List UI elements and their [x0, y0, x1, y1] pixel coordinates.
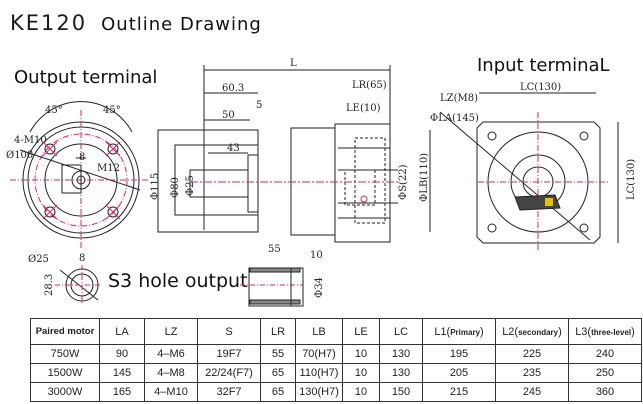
col-L1: L1(Primary) — [422, 318, 496, 345]
s3-hole-output-label: S3 hole output — [108, 270, 248, 292]
dim-phi115: Φ115 — [150, 173, 161, 200]
output-terminal-view — [10, 101, 150, 250]
output-terminal-label: Output terminal — [14, 67, 158, 88]
col-LR: LR — [260, 318, 296, 345]
dim-bolt: 4-M10 — [14, 135, 47, 146]
model-name: KE120 — [10, 11, 88, 35]
dim-LA: ΦLA(145) — [430, 113, 479, 124]
bolt-holes — [44, 143, 119, 218]
side-view — [157, 65, 431, 243]
dim-angle-right: 45° — [103, 105, 121, 116]
dim-s3-10: 10 — [310, 250, 323, 261]
s3-dims: Ø25 8 28.3 55 10 Φ34 — [28, 244, 325, 298]
dim-s3-phi34: Φ34 — [314, 277, 325, 298]
col-S: S — [197, 318, 261, 345]
dim-5: 5 — [256, 100, 262, 111]
dim-LC-top: LC(130) — [520, 82, 561, 93]
dim-50: 50 — [222, 110, 235, 121]
col-L2: L2(secondary) — [495, 318, 569, 345]
dim-thread: M12 — [97, 163, 120, 174]
input-terminal-view — [439, 92, 619, 252]
dim-pcd: Ø100 — [6, 150, 33, 161]
col-LZ: LZ — [144, 318, 198, 345]
input-key-marker — [545, 198, 553, 206]
col-LC: LC — [379, 318, 423, 345]
col-LB: LB — [295, 318, 343, 345]
page-title: KE120 Outline Drawing — [10, 10, 262, 36]
dim-43: 43 — [227, 143, 240, 154]
dim-bore: Ø25 — [28, 254, 49, 265]
dim-60-3: 60.3 — [222, 83, 244, 94]
angle-arc — [29, 101, 133, 133]
dim-phi80: Φ80 — [170, 177, 181, 198]
col-L3: L3(three-level) — [568, 318, 642, 345]
drawing-subtitle: Outline Drawing — [101, 14, 262, 35]
input-terminal-dims: LC(130) LZ(M8) ΦLA(145) LC(130) — [430, 82, 637, 200]
dim-LZ: LZ(M8) — [440, 93, 478, 104]
col-paired-motor: Paired motor — [30, 318, 100, 345]
table-header-row: Paired motor LA LZ S LR LB LE LC L1(Prim… — [30, 318, 642, 345]
dim-s3-55: 55 — [268, 244, 281, 255]
dim-LE: LE(10) — [346, 103, 381, 114]
spec-table: Paired motor LA LZ S LR LB LE LC L1(Prim… — [30, 318, 642, 402]
s3-view — [55, 265, 304, 307]
dim-s3-key: 8 — [79, 253, 85, 264]
dim-LB: ΦLB(110) — [419, 153, 430, 202]
col-LA: LA — [99, 318, 145, 345]
dim-LC-side: LC(130) — [626, 159, 637, 200]
output-terminal-dims: 45° 45° 4-M10 Ø100 8 M12 — [6, 105, 121, 174]
input-terminal-label: Input terminaL — [477, 55, 610, 76]
dim-S: ΦS(22) — [398, 164, 409, 200]
dim-phi25: Φ25 — [185, 175, 196, 196]
dim-key-width: 8 — [79, 152, 85, 163]
input-bolt-holes — [487, 131, 589, 233]
dim-angle-left: 45° — [45, 105, 63, 116]
side-view-dims: L 60.3 50 5 43 LR(65) LE(10) Φ115 Φ80 Φ2… — [150, 58, 430, 202]
dim-LR: LR(65) — [352, 80, 387, 91]
dim-s3-height: 28.3 — [44, 274, 55, 296]
dim-L: L — [290, 58, 297, 69]
col-LE: LE — [342, 318, 380, 345]
